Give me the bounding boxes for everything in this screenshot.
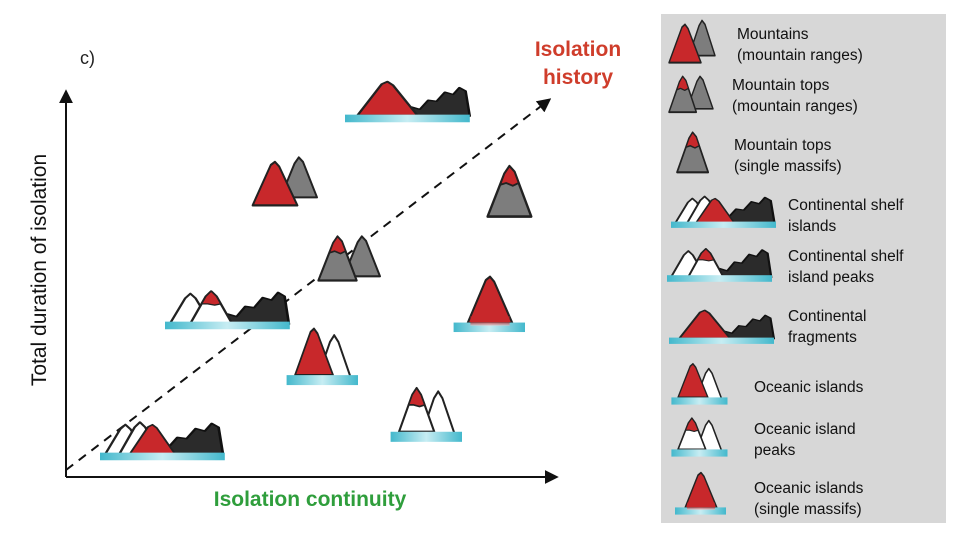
legend-item-mountain-tops-single: Mountain tops (single massifs) bbox=[734, 135, 842, 177]
isolation-history-label-line-1: Isolation bbox=[534, 38, 622, 61]
oceanic-single-massif-icon bbox=[675, 473, 726, 515]
icon-continental-fragment-top bbox=[345, 82, 470, 123]
legend-text-line: Oceanic islands bbox=[754, 480, 864, 497]
icon-continental-shelf-island-lower-left bbox=[100, 422, 225, 460]
mountain-top-single-icon bbox=[677, 132, 708, 172]
legend-item-continental-shelf-peaks: Continental shelf island peaks bbox=[788, 246, 903, 288]
icon-mountains-upper-left bbox=[253, 157, 317, 205]
y-axis-title: Total duration of isolation bbox=[28, 153, 51, 387]
legend-item-oceanic-island-peaks: Oceanic island peaks bbox=[754, 419, 856, 461]
continental-fragment-icon bbox=[669, 310, 774, 344]
legend-text-line: Mountain tops bbox=[732, 77, 830, 94]
legend-item-oceanic-islands: Oceanic islands bbox=[754, 377, 863, 398]
legend-text-line: Oceanic island bbox=[754, 421, 856, 438]
panel-label: c) bbox=[80, 48, 95, 68]
continental-shelf-island-icon bbox=[671, 196, 776, 228]
continental-shelf-peaks-icon bbox=[667, 249, 772, 282]
legend-text-line: island peaks bbox=[788, 269, 875, 286]
legend-text-line: Continental bbox=[788, 308, 867, 325]
oceanic-island-peaks-icon bbox=[671, 418, 727, 456]
legend-item-mountains: Mountains (mountain ranges) bbox=[737, 24, 863, 66]
icon-oceanic-single-massif-right bbox=[454, 277, 525, 332]
icon-oceanic-island-center bbox=[287, 329, 358, 385]
legend-item-continental-fragments: Continental fragments bbox=[788, 306, 866, 348]
legend-text-line: (mountain ranges) bbox=[737, 47, 863, 64]
mountains-icon bbox=[669, 21, 715, 63]
icon-continental-shelf-peaks-mid-left bbox=[165, 291, 290, 329]
icon-mountain-tops-center bbox=[318, 236, 380, 280]
legend-text-line: Continental shelf bbox=[788, 248, 904, 265]
legend-item-oceanic-single-massifs: Oceanic islands (single massifs) bbox=[754, 478, 863, 520]
x-axis-title: Isolation continuity bbox=[213, 488, 407, 511]
legend-text-line: islands bbox=[788, 218, 837, 235]
legend-text-line: Oceanic islands bbox=[754, 379, 864, 396]
oceanic-island-icon bbox=[671, 364, 727, 405]
mountain-tops-icon bbox=[669, 76, 713, 112]
icon-mountain-top-single-right bbox=[488, 166, 532, 216]
legend-panel: Mountains (mountain ranges) Mountain top… bbox=[661, 14, 946, 523]
isolation-history-label: Isolation history bbox=[518, 36, 638, 92]
isolation-history-label-line-2: history bbox=[542, 66, 613, 89]
legend-text-line: (single massifs) bbox=[754, 501, 862, 518]
legend-text-line: (single massifs) bbox=[734, 158, 842, 175]
legend-text-line: fragments bbox=[788, 329, 857, 346]
legend-text-line: peaks bbox=[754, 442, 796, 459]
legend-text-line: Continental shelf bbox=[788, 197, 904, 214]
isolation-history-arrow bbox=[65, 98, 552, 471]
legend-item-continental-shelf-islands: Continental shelf islands bbox=[788, 195, 903, 237]
legend-text-line: Mountains bbox=[737, 26, 809, 43]
legend-item-mountain-tops: Mountain tops (mountain ranges) bbox=[732, 75, 858, 117]
legend-text-line: Mountain tops bbox=[734, 137, 832, 154]
icon-oceanic-island-peaks-lower-right bbox=[391, 388, 462, 442]
legend-text-line: (mountain ranges) bbox=[732, 98, 858, 115]
